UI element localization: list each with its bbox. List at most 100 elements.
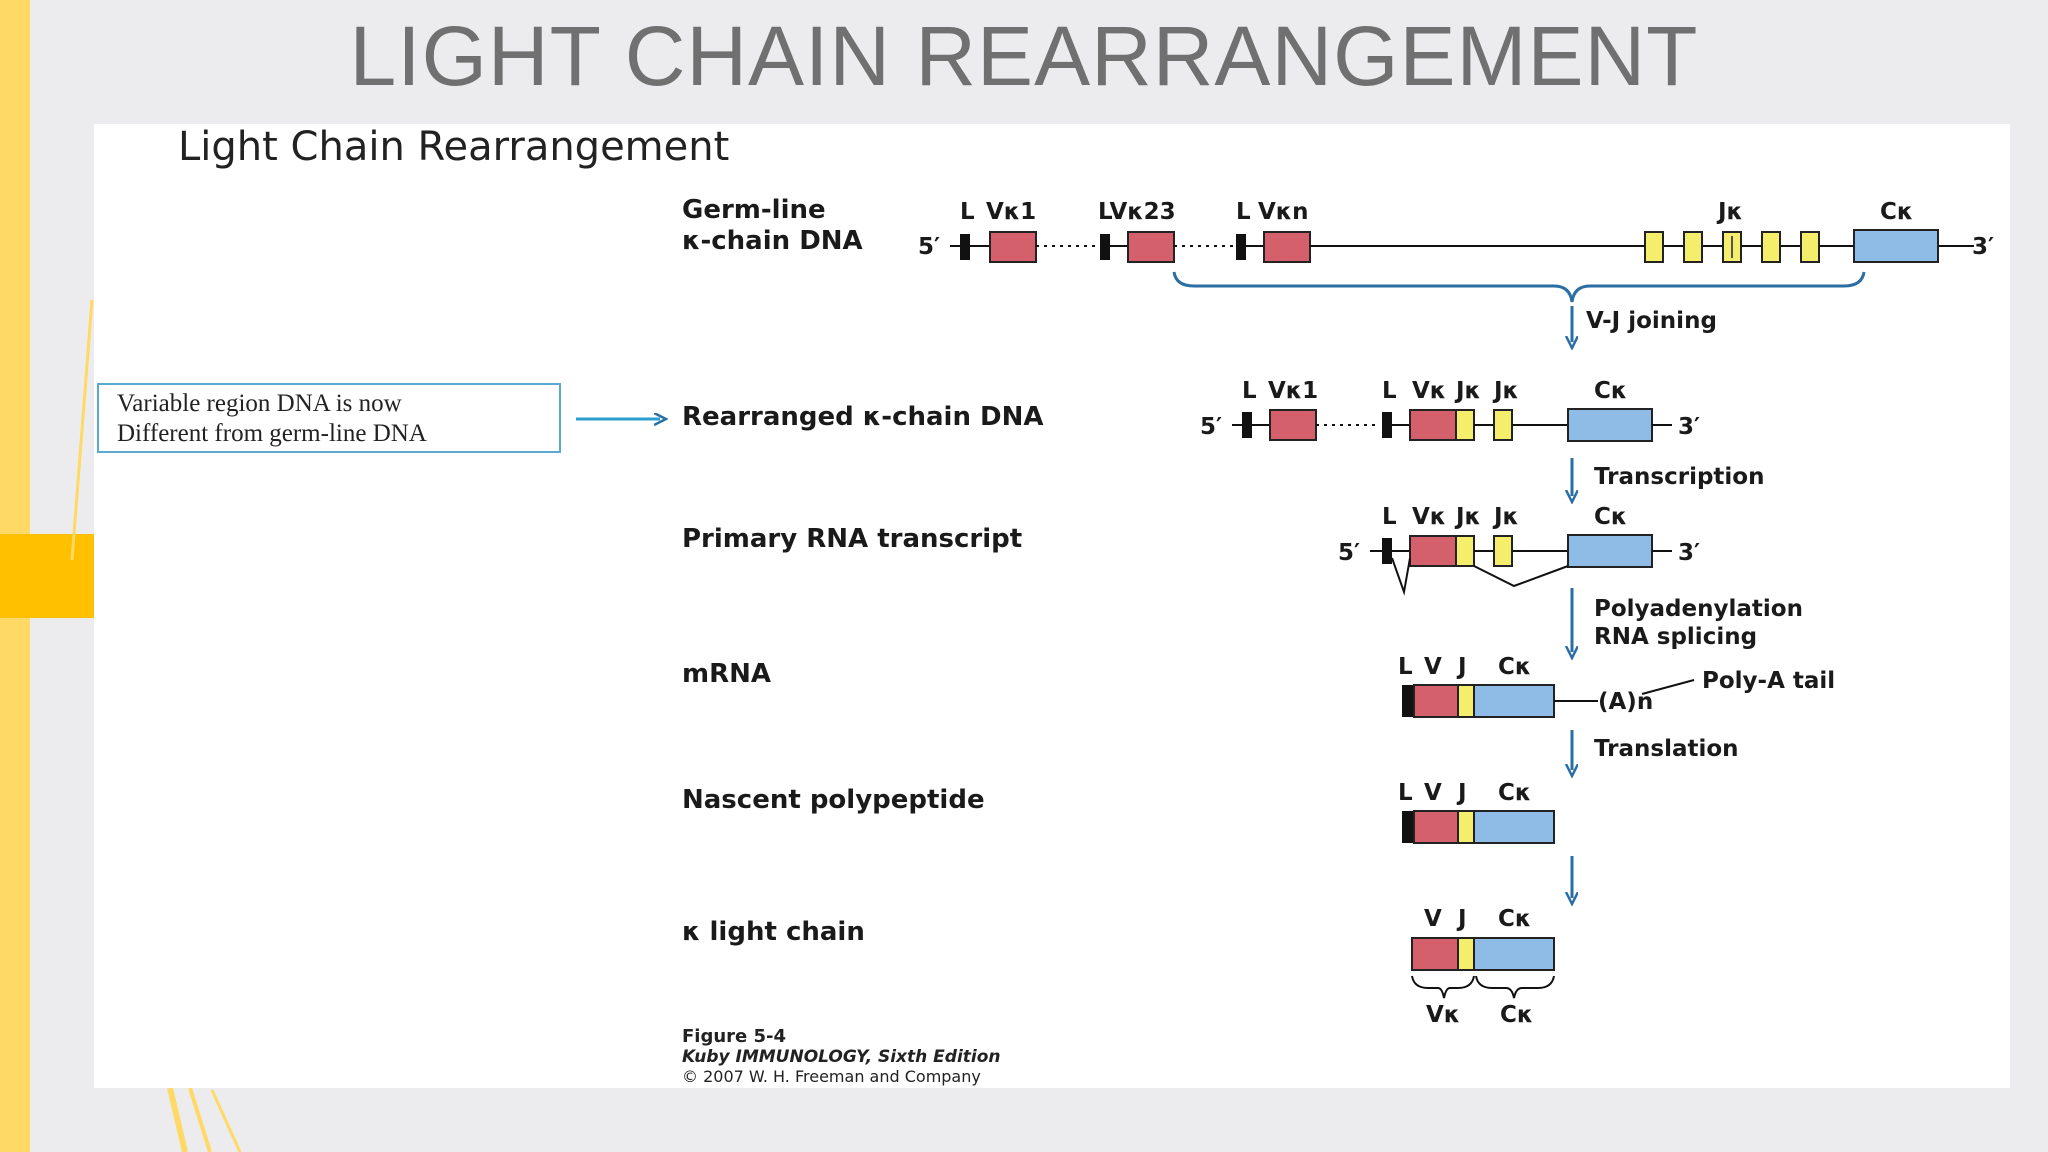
mrna-label-l: L — [1398, 654, 1413, 680]
nascent-label-l: L — [1398, 780, 1413, 806]
mrna-label-v: V — [1424, 654, 1442, 680]
mrna-v — [1413, 684, 1459, 718]
splice-line-intron — [1473, 565, 1569, 588]
rearranged-5-prime: 5′ — [1200, 414, 1222, 440]
germline-label-vk1: Vκ1 — [986, 199, 1036, 225]
light-chain-label-ck-bottom: Cκ — [1500, 1002, 1533, 1028]
germline-leader-n — [1236, 234, 1246, 260]
primary-3-prime: 3′ — [1678, 540, 1700, 566]
light-chain-label-v: V — [1424, 906, 1442, 932]
figure-subtitle: Light Chain Rearrangement — [178, 124, 730, 170]
step-polyadenylation: Polyadenylation — [1594, 596, 1803, 622]
primary-label-jk2: Jκ — [1492, 504, 1519, 530]
rearranged-v1 — [1269, 409, 1317, 441]
rearranged-leader-2 — [1382, 412, 1392, 438]
nascent-v — [1413, 810, 1459, 844]
primary-label-l: L — [1382, 504, 1397, 530]
rearranged-label-vk1: Vκ1 — [1268, 378, 1318, 404]
decorative-orange-tab — [0, 534, 94, 618]
germline-c — [1853, 229, 1939, 263]
light-chain-label-vk: Vκ — [1426, 1002, 1460, 1028]
primary-label-ck: Cκ — [1594, 504, 1627, 530]
mrna-label-j: J — [1456, 654, 1467, 680]
mrna-leader — [1402, 685, 1414, 717]
vj-bracket — [1172, 271, 1866, 303]
light-chain-v — [1411, 937, 1459, 971]
step-rna-splicing: RNA splicing — [1594, 624, 1757, 650]
germline-leader-1 — [960, 234, 970, 260]
splice-line-leader — [1391, 557, 1411, 596]
germline-j1 — [1644, 231, 1664, 263]
credit-figure: Figure 5-4 — [682, 1026, 786, 1047]
light-chain-brace-v — [1411, 975, 1475, 999]
light-chain-c — [1473, 937, 1555, 971]
germline-vn — [1263, 231, 1311, 263]
primary-jk2 — [1493, 535, 1513, 567]
light-chain-j — [1457, 937, 1475, 971]
mrna-poly-a-tail-label: Poly-A tail — [1702, 668, 1835, 694]
primary-ck — [1567, 534, 1653, 568]
credit-book: Kuby IMMUNOLOGY, Sixth Edition — [682, 1047, 1001, 1067]
note-line-1: Variable region DNA is now — [117, 390, 402, 417]
rearranged-label-jk2: Jκ — [1492, 378, 1519, 404]
primary-vk — [1409, 535, 1457, 567]
kappa-light-chain: V J Cκ Vκ Cκ — [1411, 906, 1555, 1028]
nascent-leader — [1402, 811, 1414, 843]
germline-leader-23 — [1100, 234, 1110, 260]
nascent-label-v: V — [1424, 780, 1442, 806]
germline-j4 — [1761, 231, 1781, 263]
germline-label-l1: L — [960, 199, 975, 225]
rearrangement-diagram: Germ-line κ-chain DNA Rearranged κ-chain… — [576, 195, 1994, 1086]
germline-j2 — [1683, 231, 1703, 263]
primary-leader — [1382, 538, 1392, 564]
germline-dna: 5′ 3′ L Vκ1 LVκ23 L — [918, 199, 1994, 303]
note-box: Variable region DNA is now Different fro… — [97, 383, 561, 453]
nascent-c — [1473, 810, 1555, 844]
rearranged-label-jk1: Jκ — [1454, 378, 1481, 404]
row-label-mrna: mRNA — [682, 659, 771, 689]
rearranged-dna: 5′ 3′ L Vκ1 L Vκ Jκ Jκ Cκ — [1200, 378, 1700, 442]
germline-5-prime: 5′ — [918, 234, 940, 260]
primary-label-jk1: Jκ — [1454, 504, 1481, 530]
mrna-label-ck: Cκ — [1498, 654, 1531, 680]
primary-jk1 — [1455, 535, 1475, 567]
step-vj-joining: V-J joining — [1586, 308, 1717, 334]
germline-v1 — [989, 231, 1037, 263]
germline-v23 — [1127, 231, 1175, 263]
rearranged-label-l2: L — [1382, 378, 1397, 404]
germline-label-jk: Jκ — [1716, 199, 1743, 225]
step-translation: Translation — [1594, 736, 1739, 762]
primary-label-vk: Vκ — [1412, 504, 1446, 530]
nascent-label-ck: Cκ — [1498, 780, 1531, 806]
primary-rna: 5′ 3′ L Vκ Jκ Jκ Cκ — [1338, 504, 1700, 596]
row-label-nascent: Nascent polypeptide — [682, 785, 985, 815]
row-label-germline-2: κ-chain DNA — [682, 226, 863, 256]
light-chain-brace-c — [1475, 975, 1555, 999]
step-transcription: Transcription — [1594, 464, 1764, 490]
row-label-germline-1: Germ-line — [682, 195, 826, 225]
rearranged-label-l1: L — [1242, 378, 1257, 404]
figure-panel: Light Chain Rearrangement Variable regio… — [94, 124, 2010, 1088]
page-title: LIGHT CHAIN REARRANGEMENT — [349, 9, 1699, 103]
nascent-j — [1457, 810, 1475, 844]
light-chain-label-ck: Cκ — [1498, 906, 1531, 932]
nascent-label-j: J — [1456, 780, 1467, 806]
germline-j5 — [1800, 231, 1820, 263]
germline-label-ck: Cκ — [1880, 199, 1913, 225]
light-chain-label-j: J — [1456, 906, 1467, 932]
row-label-primary-rna: Primary RNA transcript — [682, 524, 1022, 554]
row-label-rearranged: Rearranged κ-chain DNA — [682, 402, 1043, 432]
rearranged-label-vk: Vκ — [1412, 378, 1446, 404]
mrna: (A)n Poly-A tail L V J Cκ — [1398, 654, 1835, 718]
poly-a-pointer — [1641, 679, 1695, 695]
rearranged-jk1 — [1455, 409, 1475, 441]
germline-label-vkn: Vκn — [1258, 199, 1309, 225]
germline-label-lvk23: LVκ23 — [1098, 199, 1176, 225]
rearranged-ck — [1567, 408, 1653, 442]
nascent-polypeptide: L V J Cκ — [1398, 780, 1555, 844]
mrna-j — [1457, 684, 1475, 718]
rearranged-jk2 — [1493, 409, 1513, 441]
mrna-c — [1473, 684, 1555, 718]
credit-copyright: © 2007 W. H. Freeman and Company — [682, 1067, 981, 1086]
rearranged-3-prime: 3′ — [1678, 414, 1700, 440]
